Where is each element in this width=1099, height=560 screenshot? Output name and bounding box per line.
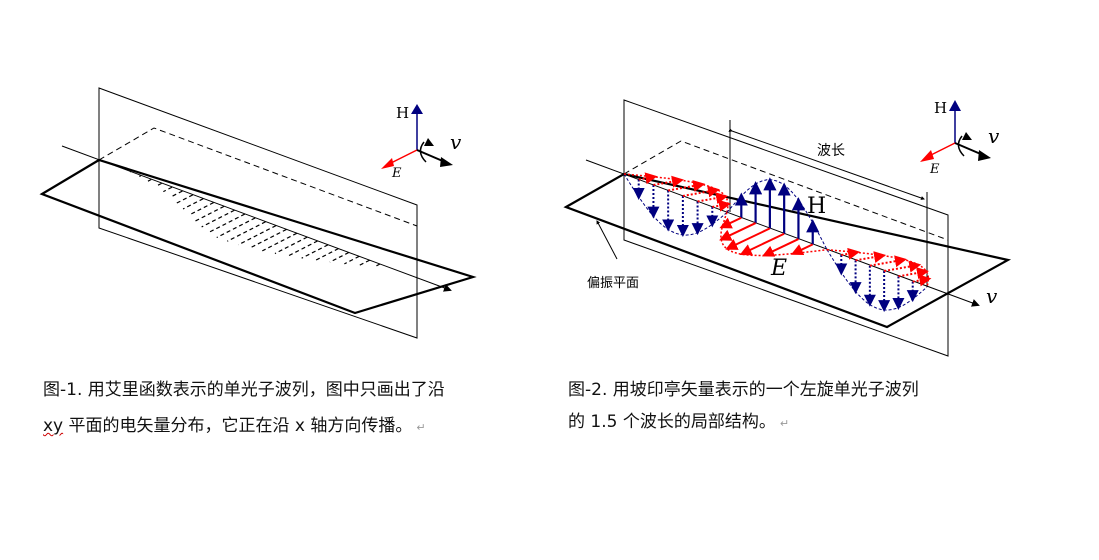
e-vector-dash [155,182,162,187]
h-arrow-head-icon [411,104,423,114]
e-vector-dash [216,217,256,239]
e-vector-arrow [638,172,658,185]
h-axis-label: H [934,99,948,117]
e-vector-dash [201,209,235,228]
e-vector-dash [139,175,142,177]
e-vector-dash [188,202,214,216]
e-axis-label: E [392,166,402,181]
e-vector-arrow [712,199,731,212]
h-axis-label: H [396,104,410,122]
e-arrow-head-icon [920,150,934,162]
wavelength-label: 波长 [817,143,845,159]
e-vector-dash [373,263,381,268]
caption-xy: xy [43,416,64,436]
polarization-plane [39,158,477,315]
v-axis-label: v [988,124,1000,148]
v-axis-arrow [954,142,984,156]
return-mark: ↵ [416,421,426,434]
e-vector-arrow [761,238,799,257]
h-envelope [623,173,728,236]
h-envelope [826,249,928,311]
figure2-diagram [563,99,1012,357]
figure1-diagram [39,87,477,339]
e-vector-dash [262,232,298,252]
caption-line-2: xy 平面的电矢量分布，它正在沿 x 轴方向传播。↵ [43,408,445,446]
e-vector-arrow [682,185,720,198]
e-vector-arrow [841,247,860,260]
v-arrow-head-icon [978,150,991,161]
e-vector-dash [358,259,370,267]
e-vector-arrow [898,267,929,279]
e-vector-arrow [719,216,742,229]
plane-label-pointer [596,220,618,260]
e-vector-dash [169,190,183,198]
polarization-plane [563,172,1012,329]
v-axis-arrow [416,149,446,163]
caption-line-1: 图-1. 用艾里函数表示的单光子波列，图中只画出了沿 [43,380,445,400]
e-vector-dash [274,236,308,255]
hidden-plane-edge [98,127,418,227]
e-wave-label: E [771,256,788,281]
e-vector-arrow [883,260,922,273]
e-vector-arrow [869,255,907,268]
e-vector-dash [147,178,152,182]
caption-text: 的 1.5 个波长的局部结构。 [568,412,776,432]
rotation-arrow-icon [419,141,427,163]
e-vector-dash [238,225,277,246]
wavelength-arrow [728,128,925,200]
propagation-label: v [986,284,998,308]
e-vector-arrow [697,192,729,205]
figure1-axes-legend [381,104,453,169]
e-arrow-head-icon [381,158,394,169]
propagation-axis [585,159,980,307]
e-vector-dash [329,251,350,263]
v-axis-label: v [450,130,462,154]
e-vector-dash [301,244,329,259]
poynting-wave [623,172,932,313]
e-vector-arrow [719,222,757,241]
e-vector-dash [176,194,194,204]
h-arrow-head-icon [949,100,961,111]
h-wave-label: H [807,194,827,219]
e-vector-arrow [855,251,887,263]
e-vector-arrow [725,227,771,250]
e-envelope [623,173,729,213]
hidden-plane-edge [623,140,949,241]
figure1-caption: 图-1. 用艾里函数表示的单光子波列，图中只画出了沿 xy 平面的电矢量分布，它… [43,372,445,446]
e-vector-arrow [790,243,814,256]
e-axis-label: E [930,162,940,177]
e-vector-dash [163,186,173,193]
vertical-plane [98,87,418,339]
e-vector-dash [315,248,339,261]
vertical-plane [623,99,949,357]
v-arrow-head-icon [440,157,453,167]
e-vector-dash [227,221,266,242]
e-vector-dash [344,255,360,265]
figure2-axes-legend [920,100,991,162]
figure2-caption: 图-2. 用坡印亭矢量表示的一个左旋单光子波列 的 1.5 个波长的局部结构。↵ [568,374,919,440]
e-vector-dash [195,205,225,222]
polarization-plane-label: 偏振平面 [587,276,640,291]
h-envelope [726,179,828,250]
e-envelope [720,212,828,257]
return-mark: ↵ [779,417,790,430]
caption-line-1: 图-2. 用坡印亭矢量表示的一个左旋单光子波列 [568,380,919,400]
e-vector-arrow [739,232,785,256]
e-vector-dash [182,198,204,210]
e-vector-dash [249,228,287,249]
rotation-arrow-icon [957,135,965,157]
e-vector-arrow [667,180,706,192]
e-vector-dash [207,213,246,234]
e-vector-arrow [653,175,684,188]
e-vector-arrow [912,274,932,287]
e-field-dash-pattern [129,171,381,268]
caption-line-2: 的 1.5 个波长的局部结构。↵ [568,406,919,440]
e-vector-dash [287,240,318,257]
caption-rest: 平面的电矢量分布，它正在沿 x 轴方向传播。 [63,416,413,436]
propagation-axis [61,145,452,292]
